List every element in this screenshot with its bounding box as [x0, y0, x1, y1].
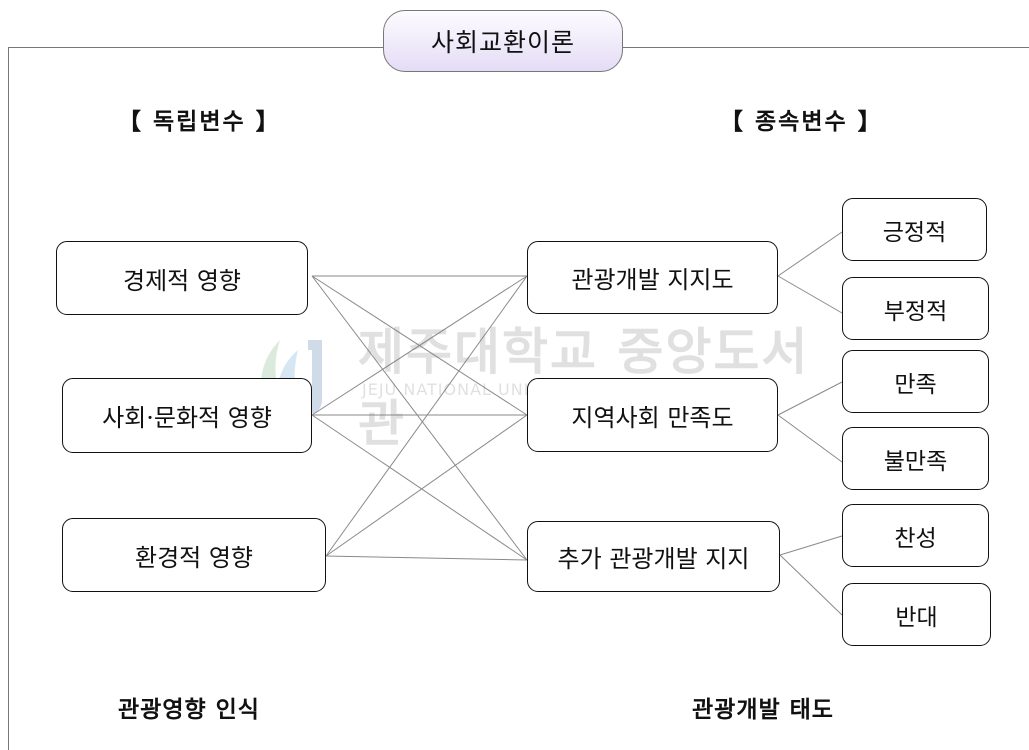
independent-heading: 【 독립변수 】 [118, 109, 281, 135]
dependent-node-additional-support: 추가 관광개발 지지 [527, 521, 780, 592]
theory-label: 사회교환이론 [383, 10, 623, 72]
outcome-positive: 긍정적 [842, 198, 987, 261]
independent-node-social-cultural: 사회·문화적 영향 [62, 378, 312, 453]
independent-node-economic: 경제적 영향 [56, 241, 308, 315]
outcome-dissatisfied: 불만족 [842, 427, 989, 490]
dependent-node-support: 관광개발 지지도 [527, 241, 778, 314]
outcome-negative: 부정적 [842, 277, 989, 340]
independent-node-environmental: 환경적 영향 [62, 518, 326, 592]
outcome-oppose: 반대 [842, 583, 991, 646]
dependent-node-satisfaction: 지역사회 만족도 [527, 378, 778, 452]
outcome-agree: 찬성 [842, 504, 989, 567]
outcome-satisfied: 만족 [842, 350, 989, 413]
dependent-footer: 관광개발 태도 [692, 697, 834, 723]
independent-footer: 관광영향 인식 [118, 697, 260, 723]
dependent-heading: 【 종속변수 】 [720, 109, 883, 135]
